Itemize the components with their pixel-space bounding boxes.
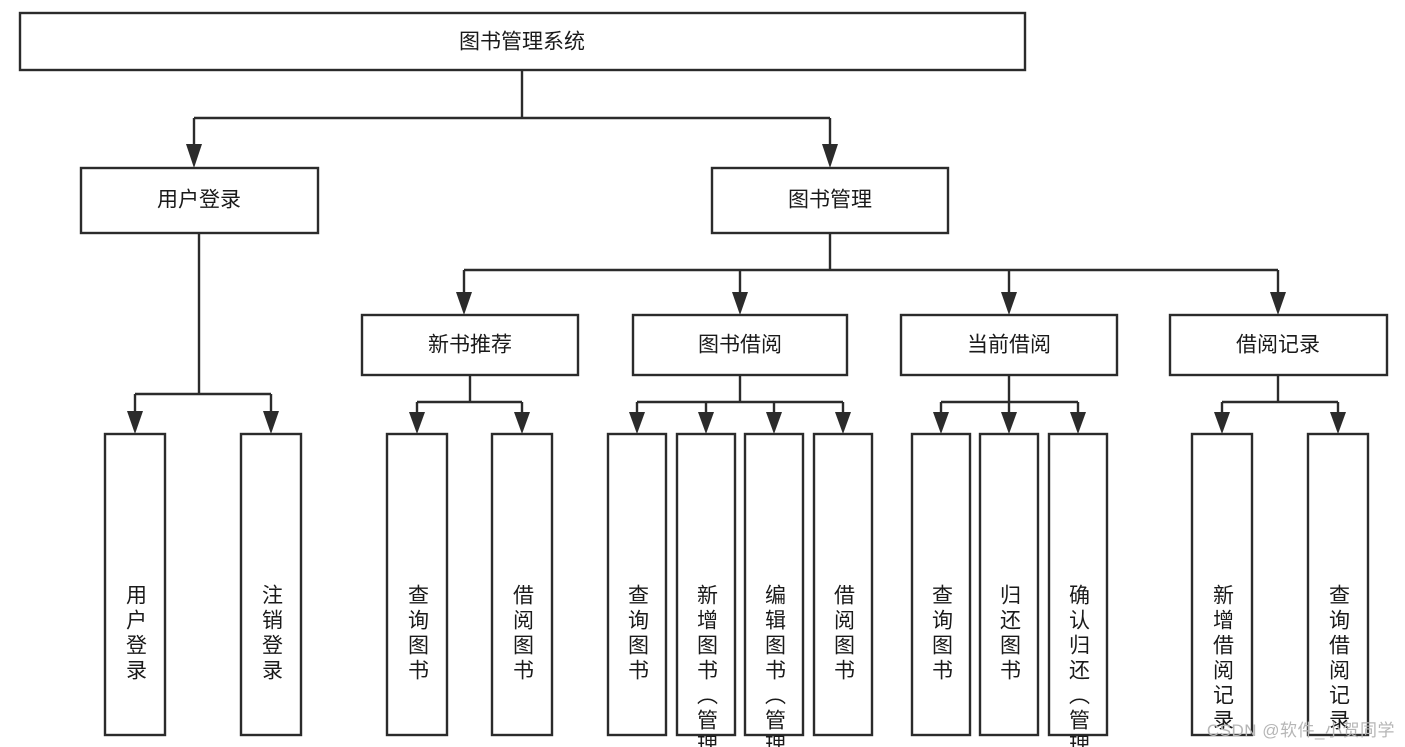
arrow-head-book-borrow bbox=[732, 292, 748, 315]
node-leaf-borrow-book-1-box[interactable] bbox=[490, 432, 554, 737]
node-book-borrow-box[interactable] bbox=[631, 313, 849, 377]
node-leaf-add-book-box[interactable] bbox=[675, 432, 737, 737]
connector-group-book-management bbox=[456, 233, 1286, 315]
node-leaf-query-record-label: 查询借阅记录 bbox=[1327, 584, 1351, 734]
node-leaf-query-book-2-box[interactable] bbox=[606, 432, 668, 737]
arrow-head-leaf-return-book bbox=[1001, 412, 1017, 434]
node-new-book-recommend-label: 新书推荐 bbox=[428, 334, 512, 357]
node-new-book-recommend[interactable]: 新书推荐 bbox=[360, 313, 580, 377]
arrow-head-leaf-query-book-3 bbox=[933, 412, 949, 434]
connector-group-new-book-recommend bbox=[409, 375, 530, 434]
arrow-head-book-management bbox=[822, 144, 838, 168]
node-leaf-confirm-return-box[interactable] bbox=[1047, 432, 1109, 737]
node-current-borrow[interactable]: 当前借阅 bbox=[899, 313, 1119, 377]
arrow-head-leaf-user-login bbox=[127, 411, 143, 434]
arrow-head-new-book-recommend bbox=[456, 292, 472, 315]
node-leaf-confirm-return[interactable]: 确认归还（管理员） bbox=[1047, 432, 1109, 747]
node-leaf-query-book-2-label: 查询图书 bbox=[626, 584, 650, 684]
node-user-login[interactable]: 用户登录 bbox=[79, 166, 320, 235]
arrow-head-leaf-borrow-book-2 bbox=[835, 412, 851, 434]
node-leaf-edit-book-label: 编辑图书（管理员） bbox=[763, 584, 787, 747]
node-leaf-query-book-1[interactable]: 查询图书 bbox=[385, 432, 449, 737]
arrow-head-user-login bbox=[186, 144, 202, 168]
node-leaf-query-book-3-box[interactable] bbox=[910, 432, 972, 737]
node-leaf-user-logout-label: 注销登录 bbox=[260, 584, 284, 684]
connector-group-user-login bbox=[127, 233, 279, 434]
node-user-login-label: 用户登录 bbox=[157, 189, 241, 212]
node-book-borrow[interactable]: 图书借阅 bbox=[631, 313, 849, 377]
node-leaf-user-login-box[interactable] bbox=[103, 432, 167, 737]
node-leaf-return-book-box[interactable] bbox=[978, 432, 1040, 737]
node-leaf-return-book[interactable]: 归还图书 bbox=[978, 432, 1040, 737]
connector-group-root bbox=[186, 70, 838, 168]
arrow-head-leaf-query-book-1 bbox=[409, 412, 425, 434]
arrow-head-leaf-edit-book bbox=[766, 412, 782, 434]
node-leaf-query-book-2[interactable]: 查询图书 bbox=[606, 432, 668, 737]
node-current-borrow-label: 当前借阅 bbox=[967, 334, 1051, 357]
node-book-management-box[interactable] bbox=[710, 166, 950, 235]
node-leaf-query-book-3[interactable]: 查询图书 bbox=[910, 432, 972, 737]
node-root[interactable]: 图书管理系统 bbox=[18, 11, 1027, 72]
node-leaf-query-record[interactable]: 查询借阅记录 bbox=[1306, 432, 1370, 737]
node-leaf-borrow-book-2-label: 借阅图书 bbox=[832, 584, 856, 684]
node-new-book-recommend-box[interactable] bbox=[360, 313, 580, 377]
node-leaf-query-book-1-label: 查询图书 bbox=[406, 584, 430, 684]
node-leaf-borrow-book-2[interactable]: 借阅图书 bbox=[812, 432, 874, 737]
node-leaf-user-logout-box[interactable] bbox=[239, 432, 303, 737]
arrow-head-leaf-add-record bbox=[1214, 412, 1230, 434]
node-borrow-record-label: 借阅记录 bbox=[1236, 334, 1320, 357]
node-leaf-edit-book-box[interactable] bbox=[743, 432, 805, 737]
node-root-label: 图书管理系统 bbox=[459, 31, 585, 54]
node-leaf-return-book-label: 归还图书 bbox=[998, 584, 1022, 684]
node-borrow-record-box[interactable] bbox=[1168, 313, 1389, 377]
node-leaf-add-book[interactable]: 新增图书（管理员） bbox=[675, 432, 737, 747]
connector-group-borrow-record bbox=[1214, 375, 1346, 434]
node-leaf-borrow-book-2-box[interactable] bbox=[812, 432, 874, 737]
connector-group-book-borrow bbox=[629, 375, 851, 434]
node-leaf-edit-book[interactable]: 编辑图书（管理员） bbox=[743, 432, 805, 747]
node-book-management[interactable]: 图书管理 bbox=[710, 166, 950, 235]
node-leaf-borrow-book-1-label: 借阅图书 bbox=[511, 584, 535, 684]
arrow-head-leaf-borrow-book-1 bbox=[514, 412, 530, 434]
node-leaf-add-book-label: 新增图书（管理员） bbox=[695, 584, 719, 747]
connector-group-current-borrow bbox=[933, 375, 1086, 434]
node-leaf-query-record-box[interactable] bbox=[1306, 432, 1370, 737]
arrow-head-leaf-confirm-return bbox=[1070, 412, 1086, 434]
arrow-head-leaf-query-book-2 bbox=[629, 412, 645, 434]
node-leaf-query-book-3-label: 查询图书 bbox=[930, 584, 954, 684]
arrow-head-current-borrow bbox=[1001, 292, 1017, 315]
node-user-login-box[interactable] bbox=[79, 166, 320, 235]
arrow-head-leaf-user-logout bbox=[263, 411, 279, 434]
node-leaf-user-login[interactable]: 用户登录 bbox=[103, 432, 167, 737]
node-leaf-user-logout[interactable]: 注销登录 bbox=[239, 432, 303, 737]
node-leaf-add-record-box[interactable] bbox=[1190, 432, 1254, 737]
node-root-box[interactable] bbox=[18, 11, 1027, 72]
node-leaf-add-record-label: 新增借阅记录 bbox=[1211, 584, 1235, 734]
arrow-head-borrow-record bbox=[1270, 292, 1286, 315]
node-book-borrow-label: 图书借阅 bbox=[698, 334, 782, 357]
node-leaf-confirm-return-label: 确认归还（管理员） bbox=[1067, 584, 1091, 747]
node-leaf-user-login-label: 用户登录 bbox=[124, 584, 148, 684]
arrow-head-leaf-add-book bbox=[698, 412, 714, 434]
node-book-management-label: 图书管理 bbox=[788, 189, 872, 212]
node-leaf-add-record[interactable]: 新增借阅记录 bbox=[1190, 432, 1254, 737]
node-leaf-borrow-book-1[interactable]: 借阅图书 bbox=[490, 432, 554, 737]
node-current-borrow-box[interactable] bbox=[899, 313, 1119, 377]
node-borrow-record[interactable]: 借阅记录 bbox=[1168, 313, 1389, 377]
node-leaf-query-book-1-box[interactable] bbox=[385, 432, 449, 737]
arrow-head-leaf-query-record bbox=[1330, 412, 1346, 434]
